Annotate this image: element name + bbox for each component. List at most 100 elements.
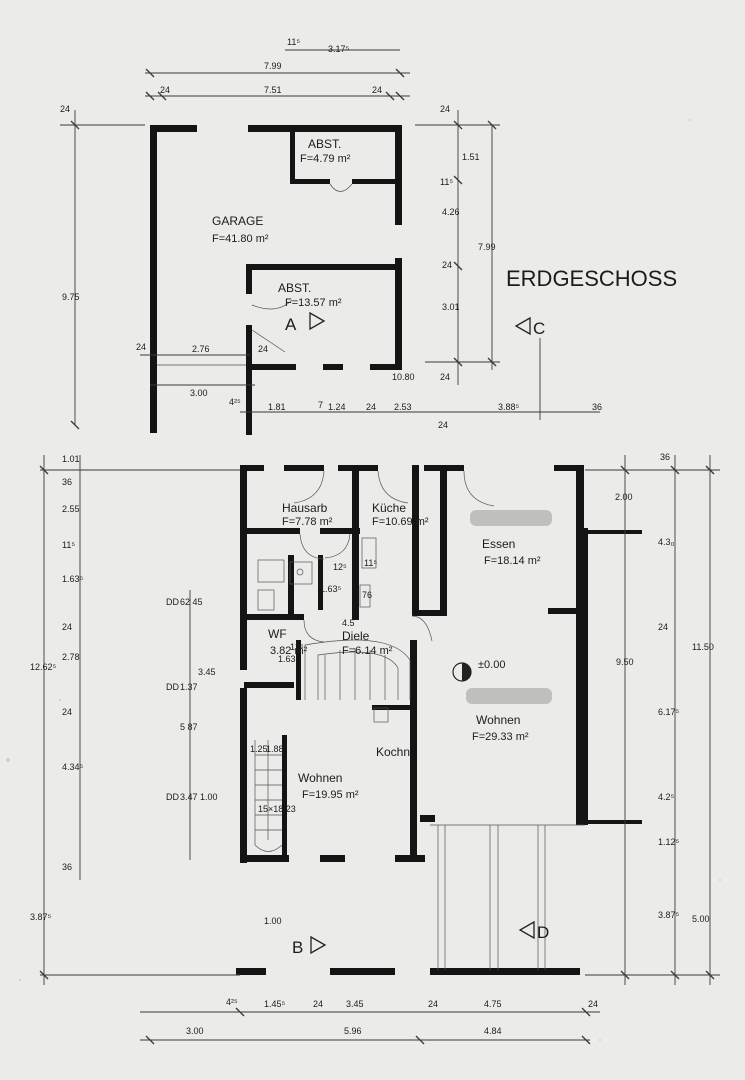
dim-b1: 4²⁵ (226, 997, 238, 1007)
room-essen-area: F=18.14 m² (484, 555, 541, 567)
room-wohnen-right-name: Wohnen (476, 713, 520, 727)
dim-l6: 24 (62, 622, 72, 632)
dim-g1: 24 (136, 342, 146, 352)
marker-smudges (466, 510, 552, 704)
dim-b5: 24 (428, 999, 438, 1009)
dim-dd2: DD (166, 682, 179, 692)
dim-rr8: 4.2⁵ (658, 792, 675, 802)
dim-top4b: 7.51 (264, 85, 282, 95)
dim-l5: 1.63⁵ (62, 574, 84, 584)
dim-dd1v: 62 45 (180, 597, 203, 607)
terrace-lines (430, 824, 585, 970)
dim-i5: 4.5 (342, 618, 355, 628)
dim-dd2v: 1.37 (180, 682, 198, 692)
room-wohnen-left-name: Wohnen (298, 771, 342, 785)
dim-b9: 5.96 (344, 1026, 362, 1036)
dim-top4a: 24 (160, 85, 170, 95)
level-marker (452, 662, 472, 682)
dim-rr10: 3.87⁵ (658, 910, 680, 920)
dim-i1: 12⁵ (333, 562, 347, 572)
dim-top2: 3.17⁵ (328, 44, 350, 54)
dim-b10: 4.84 (484, 1026, 502, 1036)
dim-l1: 1.01 (62, 454, 80, 464)
dim-l12: 3.87⁵ (30, 912, 52, 922)
dim-left-975: 9.75 (62, 292, 80, 302)
room-wf-area: 3.82 m² (270, 645, 308, 657)
house-door-swings (293, 470, 495, 643)
room-diele-area: F=6.14 m² (342, 645, 393, 657)
dim-l3: 2.55 (62, 504, 80, 514)
room-wohnen-right-area: F=29.33 m² (472, 731, 529, 743)
dim-r1: 24 (440, 104, 450, 114)
room-essen-name: Essen (482, 537, 515, 551)
dim-l10: 4.34⁵ (62, 762, 84, 772)
dim-dd3: 3.45 (198, 667, 216, 677)
dim-g9: 24 (366, 402, 376, 412)
dim-r5: 24 (442, 260, 452, 270)
dim-i7: 1.63 (278, 654, 296, 664)
dim-rr7: 6.17⁵ (658, 707, 680, 717)
dim-rr9: 1.12⁵ (658, 837, 680, 847)
room-wf-name: WF (268, 627, 287, 641)
dim-rr11: 5.00 (692, 914, 710, 924)
dim-l8: 12.62⁵ (30, 662, 57, 672)
plan-labels: ERDGESCHOSS GARAGE F=41.80 m² ABST. F=4.… (212, 137, 677, 957)
room-abst2-name: ABST. (278, 281, 311, 295)
dim-rr5: 9.50 (616, 657, 634, 667)
dimension-texts: 11⁵ 3.17⁵ 7.99 24 7.51 24 24 9.75 24 1.5… (30, 37, 714, 1036)
dim-rr2: 2.00 (615, 492, 633, 502)
room-hausarb-name: Hausarb (282, 501, 328, 515)
dim-g2: 2.76 (192, 344, 210, 354)
dim-top1: 11⁵ (287, 37, 300, 47)
room-kochn-name: Kochn. (376, 745, 413, 759)
dimension-lines (40, 49, 720, 1041)
dim-g6: 1.81 (268, 402, 286, 412)
dim-l2: 36 (62, 477, 72, 487)
dim-g3: 24 (258, 344, 268, 354)
dim-r2: 1.51 (462, 152, 480, 162)
dim-g7: 7 (318, 400, 323, 410)
dim-rr3: 4.3₀ (658, 537, 675, 547)
room-abst2-area: F=13.57 m² (285, 297, 342, 309)
room-kueche-area: F=10.69 m² (372, 516, 429, 528)
dim-i4: 76 (362, 590, 372, 600)
room-wohnen-left-area: F=19.95 m² (302, 789, 359, 801)
dim-r8: 7.99 (478, 242, 496, 252)
level-label: ±0.00 (478, 659, 505, 671)
dim-g8: 1.24 (328, 402, 346, 412)
dim-i6: 12⁵ (290, 642, 304, 652)
dim-b4: 3.45 (346, 999, 364, 1009)
section-mark-b: B (292, 938, 303, 957)
section-mark-c: C (533, 319, 545, 338)
section-arrows (309, 311, 535, 955)
dim-rr4: 24 (658, 622, 668, 632)
staircase-upper (304, 639, 411, 700)
room-garage-name: GARAGE (212, 214, 263, 228)
dim-i9: 1.25 (250, 744, 268, 754)
bathroom-fixtures (257, 537, 389, 723)
plan-title: ERDGESCHOSS (506, 266, 677, 291)
dim-l4: 11⁵ (62, 540, 75, 550)
room-abst1-name: ABST. (308, 137, 341, 151)
dim-left-top: 24 (60, 104, 70, 114)
dim-g13: 36 (592, 402, 602, 412)
dimension-ticks (39, 68, 715, 1045)
room-diele-name: Diele (342, 629, 370, 643)
dim-l7: 2.78 (62, 652, 80, 662)
dim-i2: 11⁵ (364, 558, 377, 568)
room-hausarb-area: F=7.78 m² (282, 516, 333, 528)
staircase-lower (254, 740, 283, 852)
room-kueche-name: Küche (372, 501, 406, 515)
dim-i8: 1.88 (266, 744, 284, 754)
dim-i3: 1.63⁵ (320, 584, 342, 594)
bottom-wall (236, 968, 580, 975)
house-walls (240, 465, 642, 863)
dim-r7: 24 (440, 372, 450, 382)
dim-dd5v: 3.47 1.00 (180, 792, 218, 802)
section-mark-d: D (537, 923, 549, 942)
dim-g14: 24 (438, 420, 448, 430)
dim-l9: 24 (62, 707, 72, 717)
dim-g5: 4²⁵ (229, 397, 241, 407)
dim-g12: 3.88⁵ (498, 402, 520, 412)
